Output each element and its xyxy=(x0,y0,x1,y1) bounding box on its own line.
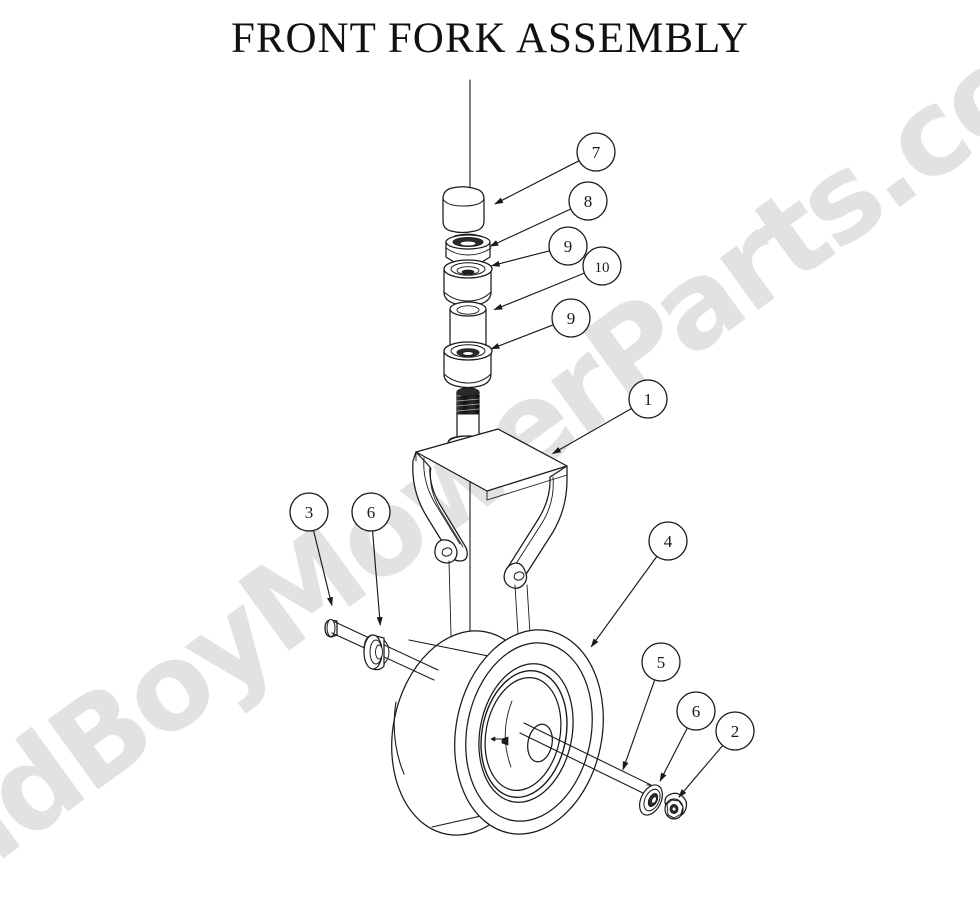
callout-6b[interactable]: 6 xyxy=(659,691,716,782)
callout-10[interactable]: 10 xyxy=(493,246,622,311)
leader-line xyxy=(490,324,554,350)
callout-group: 7 8 9 10 9 1 3 6 4 5 6 2 xyxy=(289,132,755,798)
part-spacer-right xyxy=(638,784,664,816)
callout-5[interactable]: 5 xyxy=(622,642,681,771)
callout-7[interactable]: 7 xyxy=(494,132,616,205)
callout-number: 9 xyxy=(564,237,573,256)
callout-6a[interactable]: 6 xyxy=(351,492,391,627)
callout-number: 4 xyxy=(664,532,673,551)
leader-line xyxy=(590,556,658,648)
callout-bubble[interactable] xyxy=(628,379,668,419)
callout-number: 9 xyxy=(567,309,576,328)
part-fork-bracket xyxy=(412,428,568,701)
leader-line xyxy=(493,272,585,311)
leader-line xyxy=(551,407,632,455)
callout-bubble[interactable] xyxy=(676,691,716,731)
leader-line xyxy=(489,208,571,247)
callout-bubble[interactable] xyxy=(576,132,616,172)
part-bearing-lower xyxy=(443,341,493,389)
leader-line xyxy=(659,727,688,782)
leader-line xyxy=(371,530,383,627)
callout-number: 3 xyxy=(305,503,314,522)
part-spacer-left xyxy=(363,634,390,671)
part-dust-cap xyxy=(442,186,485,234)
leader-line xyxy=(494,160,580,205)
callout-9b[interactable]: 9 xyxy=(490,298,591,350)
callout-number: 7 xyxy=(592,143,601,162)
part-lock-nut xyxy=(445,233,492,265)
callout-number: 10 xyxy=(595,260,610,276)
callout-bubble[interactable] xyxy=(582,246,622,286)
callout-number: 1 xyxy=(644,390,653,409)
callout-bubble[interactable] xyxy=(641,642,681,682)
callout-bubble[interactable] xyxy=(715,711,755,751)
callout-bubble[interactable] xyxy=(548,226,588,266)
callout-number: 2 xyxy=(731,722,740,741)
page-title: FRONT FORK ASSEMBLY xyxy=(230,15,750,62)
callout-4[interactable]: 4 xyxy=(590,521,688,648)
callout-number: 6 xyxy=(367,503,376,522)
part-axle-bolt-head xyxy=(324,619,338,638)
callout-8[interactable]: 8 xyxy=(489,181,608,247)
part-hex-flange-nut xyxy=(664,792,688,820)
leader-line xyxy=(490,250,550,267)
callout-number: 8 xyxy=(584,192,593,211)
callout-2[interactable]: 2 xyxy=(678,711,755,798)
leader-line xyxy=(622,679,656,771)
callout-bubble[interactable] xyxy=(551,298,591,338)
part-wheel-tire xyxy=(391,629,604,836)
part-bearing-upper xyxy=(443,259,493,307)
callout-9a[interactable]: 9 xyxy=(490,226,588,267)
callout-bubble[interactable] xyxy=(648,521,688,561)
callout-3[interactable]: 3 xyxy=(289,492,333,607)
callout-bubble[interactable] xyxy=(289,492,329,532)
callout-bubble[interactable] xyxy=(568,181,608,221)
callout-number: 5 xyxy=(657,653,666,672)
leader-line xyxy=(312,530,333,607)
callout-1[interactable]: 1 xyxy=(551,379,668,455)
callout-number: 6 xyxy=(692,702,701,721)
callout-bubble[interactable] xyxy=(351,492,391,532)
leader-line xyxy=(678,745,724,798)
